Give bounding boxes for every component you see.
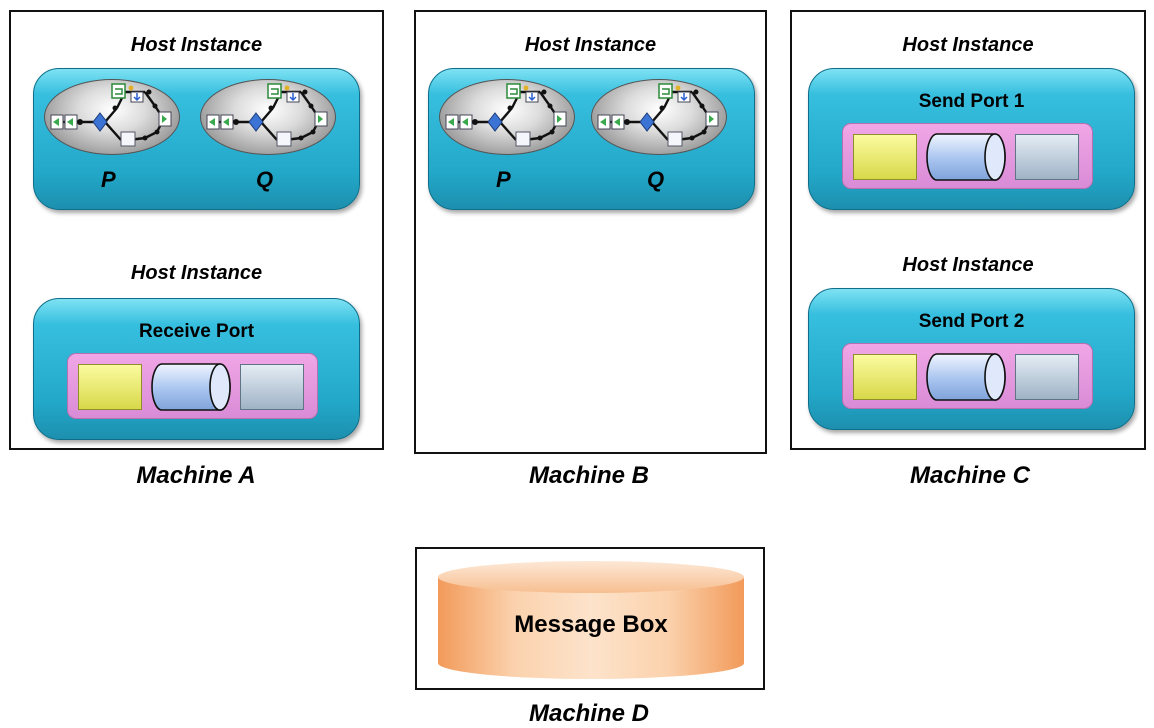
map-block xyxy=(1015,354,1079,400)
machine-b-box: Host Instance P Q xyxy=(414,10,767,454)
machine-d-box: Message Box xyxy=(415,547,765,690)
orchestration-p-label: P xyxy=(101,167,116,192)
map-block xyxy=(240,364,304,410)
machine-b-label: Machine B xyxy=(528,462,650,489)
send-port-1-label: Send Port 1 xyxy=(918,91,1025,112)
adapter-block xyxy=(853,354,917,400)
host-instance-label: Host Instance xyxy=(902,254,1034,276)
message-box-database: Message Box xyxy=(437,559,745,681)
orchestration-p xyxy=(44,79,180,155)
message-box-label: Message Box xyxy=(514,611,668,638)
host-instance-label: Host Instance xyxy=(130,262,263,284)
receive-port-label: Receive Port xyxy=(138,321,255,342)
orchestration-q-label: Q xyxy=(256,167,274,192)
pipeline-cylinder xyxy=(151,363,231,411)
host-instance-orchestrations: P Q xyxy=(33,68,360,210)
pipeline-cylinder xyxy=(926,353,1006,401)
send-pipeline-1 xyxy=(842,123,1093,189)
receive-pipeline xyxy=(67,353,318,419)
host-instance-label: Host Instance xyxy=(902,34,1034,56)
machine-c-label: Machine C xyxy=(909,462,1031,489)
host-instance-label: Host Instance xyxy=(130,34,263,56)
machine-a-box: Host Instance P Q Host Instance Receive … xyxy=(9,10,384,450)
machine-a-label: Machine A xyxy=(136,462,256,489)
orchestration-p xyxy=(439,79,575,155)
orchestration-q xyxy=(591,79,727,155)
adapter-block xyxy=(853,134,917,180)
orchestration-q-label: Q xyxy=(647,167,665,192)
pipeline-cylinder xyxy=(926,133,1006,181)
orchestration-q xyxy=(200,79,336,155)
machine-c-box: Host Instance Send Port 1 Host Instance … xyxy=(790,10,1146,450)
host-instance-orchestrations: P Q xyxy=(428,68,755,210)
send-pipeline-2 xyxy=(842,343,1093,409)
orchestration-p-label: P xyxy=(496,167,511,192)
adapter-block xyxy=(78,364,142,410)
map-block xyxy=(1015,134,1079,180)
host-instance-send-port-2: Send Port 2 xyxy=(808,288,1135,430)
host-instance-label: Host Instance xyxy=(524,34,657,56)
send-port-2-label: Send Port 2 xyxy=(918,311,1025,332)
host-instance-receive-port: Receive Port xyxy=(33,298,360,440)
host-instance-send-port-1: Send Port 1 xyxy=(808,68,1135,210)
machine-d-label: Machine D xyxy=(528,700,650,727)
